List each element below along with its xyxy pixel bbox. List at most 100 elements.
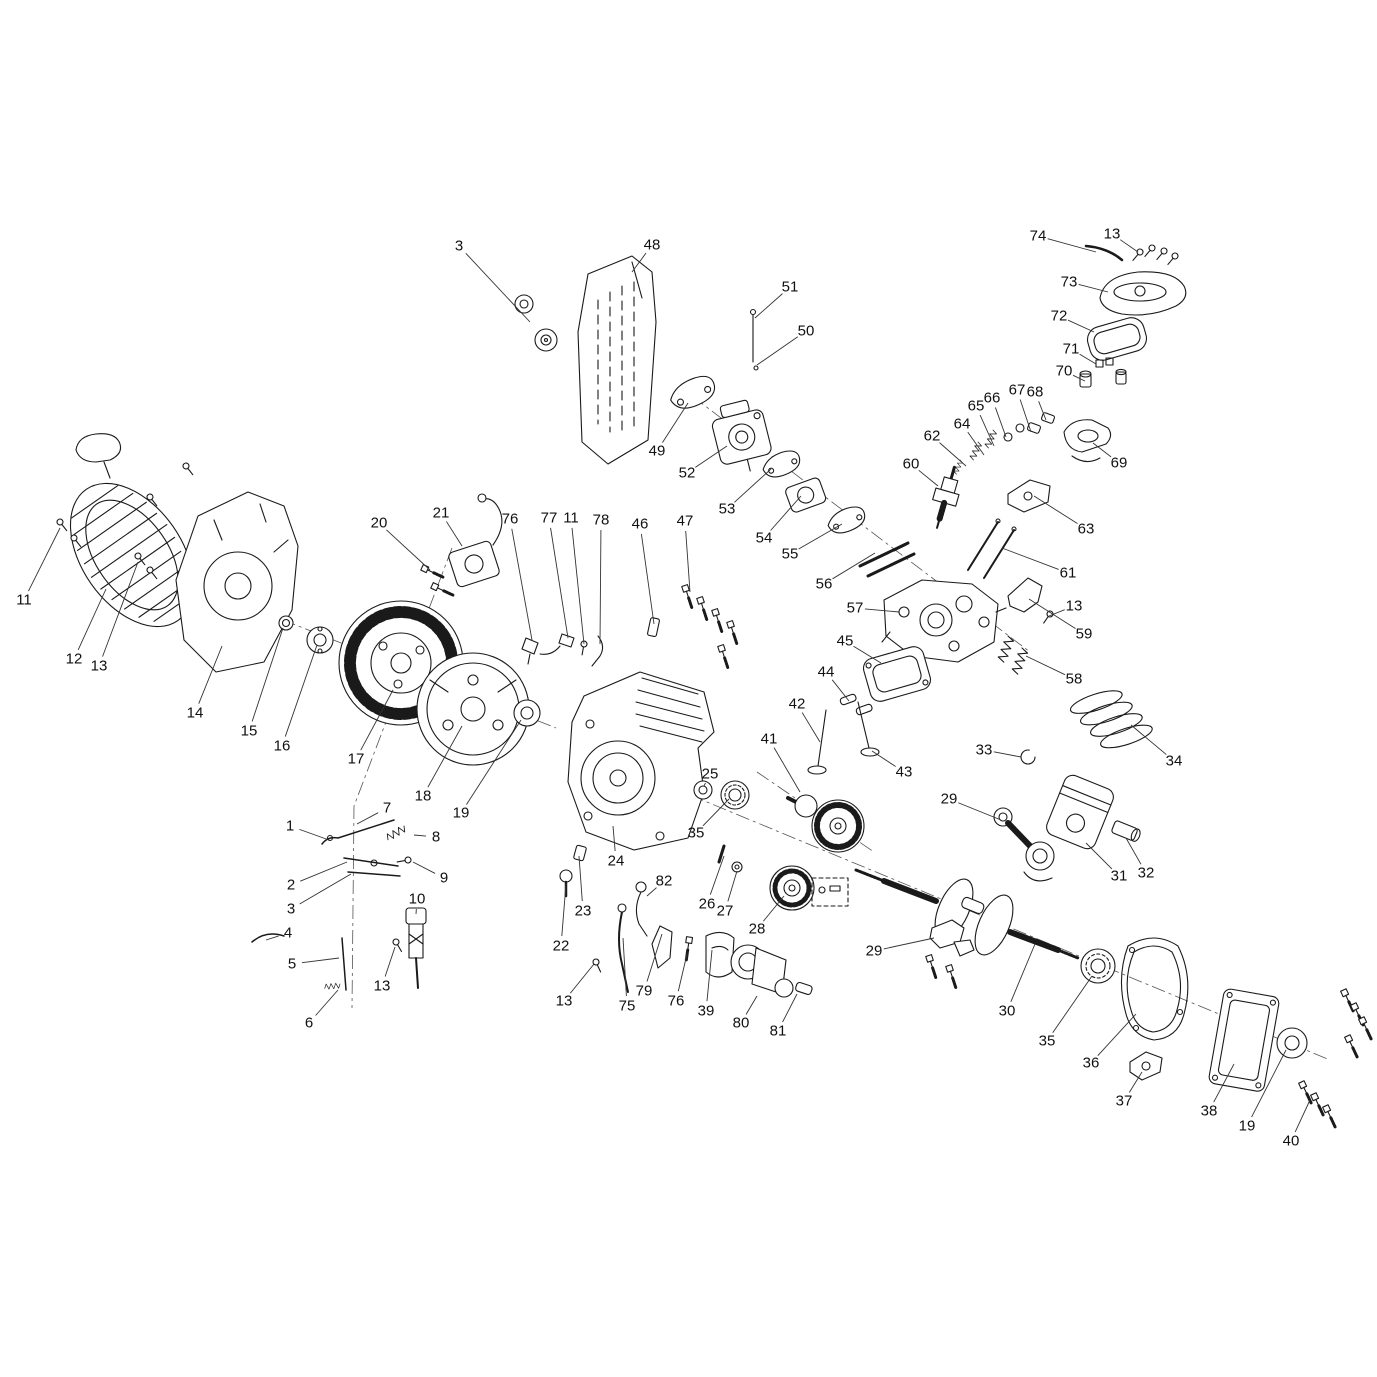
leader-line-74 (1047, 238, 1097, 253)
leader-line-7 (356, 812, 379, 825)
callout-29: 29 (866, 943, 883, 960)
leader-line-60 (918, 469, 939, 487)
leader-line-18 (427, 725, 463, 788)
part-starter-cup-nut (278, 615, 334, 654)
callout-54: 54 (756, 530, 773, 547)
callout-78: 78 (593, 512, 610, 529)
leader-line-19 (1251, 1049, 1287, 1118)
callout-81: 81 (770, 1023, 787, 1040)
leader-line-44 (831, 679, 850, 702)
callout-3: 3 (455, 238, 463, 255)
callout-71: 71 (1063, 341, 1080, 358)
leader-line-77 (550, 527, 569, 639)
leader-line-21 (445, 521, 463, 547)
leader-line-80 (745, 995, 758, 1015)
leader-line-32 (1125, 837, 1142, 865)
callout-64: 64 (954, 416, 971, 433)
callout-17: 17 (348, 751, 365, 768)
part-piston-rings (1069, 690, 1153, 749)
leader-line-14 (198, 645, 223, 704)
callout-20: 20 (371, 515, 388, 532)
callout-13: 13 (1104, 226, 1121, 243)
part-rocker-plate (1007, 479, 1051, 513)
leader-line-43 (871, 750, 896, 767)
part-bearing-19 (513, 699, 541, 727)
part-seal-bearing (693, 780, 750, 810)
leader-line-34 (1130, 724, 1167, 755)
part-gasket-53 (762, 450, 801, 478)
leader-line-66 (994, 407, 1007, 438)
part-bracket-59 (1007, 577, 1043, 613)
leader-line-70 (1072, 374, 1086, 382)
leader-line-1 (299, 828, 330, 841)
callout-6: 6 (305, 1015, 313, 1032)
leader-line-29 (958, 802, 1002, 821)
part-oil-sensor (405, 907, 427, 989)
callout-74: 74 (1030, 228, 1047, 245)
leader-line-38 (1213, 1063, 1235, 1103)
leader-line-57 (864, 608, 900, 613)
leader-line-6 (315, 989, 339, 1016)
callout-58: 58 (1066, 671, 1083, 688)
part-starter-pawl (514, 294, 558, 352)
callout-76: 76 (502, 511, 519, 528)
leader-line-72 (1067, 319, 1095, 333)
callout-13: 13 (556, 993, 573, 1010)
callout-14: 14 (187, 705, 204, 722)
part-starter-motor (730, 944, 813, 998)
part-governor-linkage (251, 819, 413, 991)
callout-35: 35 (688, 825, 705, 842)
part-ignition-coil (448, 493, 503, 588)
callout-38: 38 (1201, 1103, 1218, 1120)
callout-77: 77 (541, 510, 558, 527)
callout-5: 5 (288, 956, 296, 973)
leader-line-79 (646, 933, 663, 982)
callout-46: 46 (632, 516, 649, 533)
callout-61: 61 (1060, 565, 1077, 582)
callout-50: 50 (798, 323, 815, 340)
leader-line-37 (1128, 1071, 1143, 1093)
callout-31: 31 (1111, 868, 1128, 885)
leader-line-12 (77, 588, 107, 651)
leader-line-2 (300, 861, 348, 882)
callout-37: 37 (1116, 1093, 1133, 1110)
callout-13: 13 (374, 978, 391, 995)
part-side-cover (1208, 988, 1280, 1092)
leader-line-75 (622, 937, 627, 997)
callout-24: 24 (608, 853, 625, 870)
leader-line-47 (685, 530, 691, 593)
leader-line-25 (703, 782, 706, 787)
callout-21: 21 (433, 505, 450, 522)
callout-13: 13 (1066, 598, 1083, 615)
part-intake-elbow (1063, 419, 1112, 463)
part-recoil-starter (69, 482, 195, 628)
part-linkage-bottom (617, 903, 735, 993)
part-cylinder-head (881, 579, 1007, 663)
leader-line-23 (578, 855, 583, 902)
leader-line-15 (251, 627, 284, 722)
part-push-rods (967, 518, 1017, 579)
callout-34: 34 (1166, 753, 1183, 770)
leader-line-53 (734, 468, 772, 503)
callout-11: 11 (16, 592, 32, 609)
part-fan-cover (175, 491, 299, 673)
leader-line-27 (727, 870, 738, 902)
leader-line-39 (706, 949, 713, 1002)
leader-line-55 (798, 523, 843, 550)
callout-3: 3 (287, 901, 295, 918)
leader-line-52 (695, 445, 728, 468)
callout-18: 18 (415, 788, 432, 805)
callout-67: 67 (1009, 382, 1026, 399)
leader-line-81 (782, 993, 798, 1023)
part-pins-26-27 (717, 844, 743, 873)
part-gasket-49 (670, 375, 716, 409)
leader-line-56 (832, 552, 876, 580)
part-small-brackets (521, 617, 660, 667)
leader-line-41 (773, 747, 801, 793)
callout-62: 62 (924, 428, 941, 445)
callout-25: 25 (702, 766, 719, 783)
callout-16: 16 (274, 738, 291, 755)
leader-line-29 (883, 937, 935, 950)
callout-33: 33 (976, 742, 993, 759)
